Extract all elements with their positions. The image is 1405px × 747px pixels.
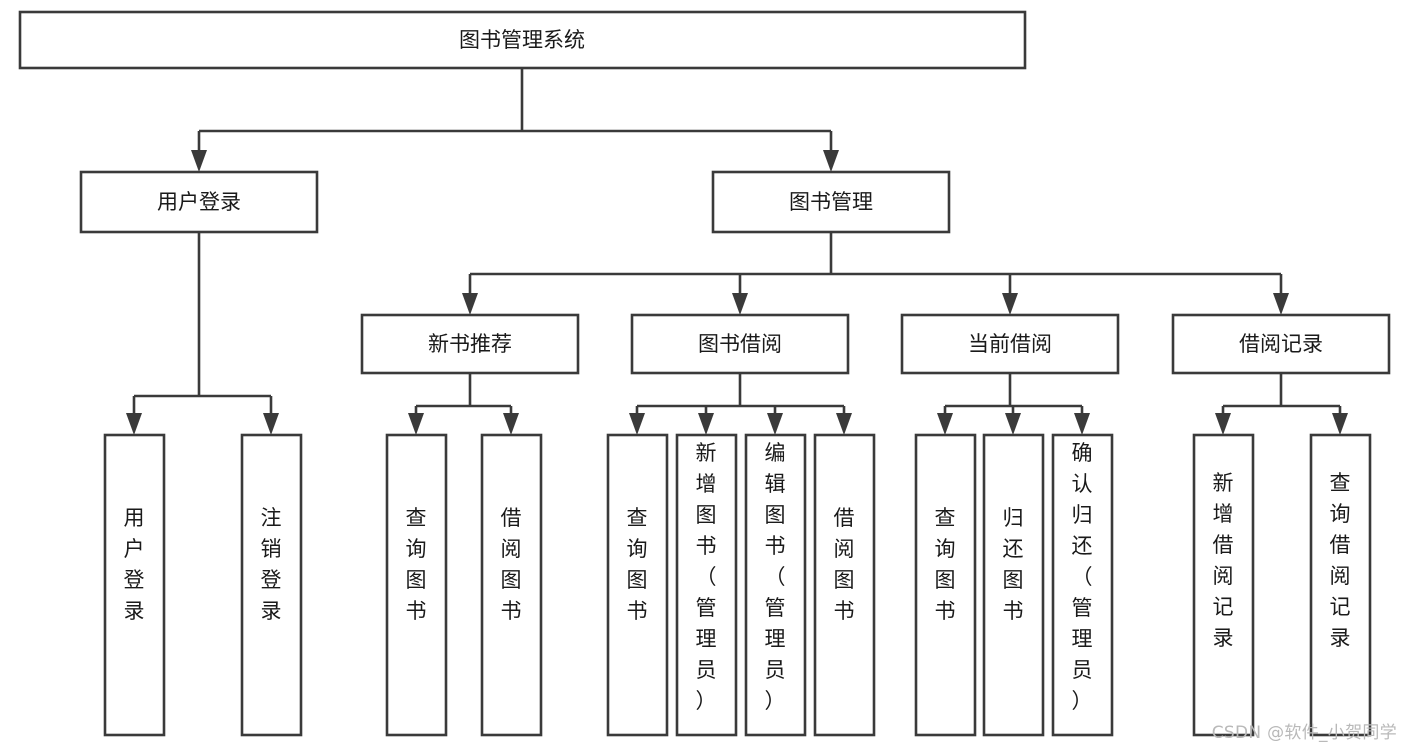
node-leaf-edit-book[interactable]: 编辑图书（管理员）	[744, 433, 807, 737]
node-new-book-recommend[interactable]: 新书推荐	[360, 313, 580, 375]
node-leaf-user-login[interactable]: 用户登录	[103, 433, 166, 737]
node-leaf-query-book-3-label: 查询图书	[935, 506, 956, 623]
arrow-head-leaf-query-book-1	[408, 413, 424, 435]
connector-user-login-to-leaves	[132, 232, 273, 415]
node-leaf-confirm-return-box[interactable]	[1051, 433, 1114, 737]
node-leaf-logout-login[interactable]: 注销登录	[240, 433, 303, 737]
node-leaf-query-book-2-box[interactable]	[606, 433, 669, 737]
node-root-box[interactable]	[18, 10, 1027, 70]
node-root[interactable]: 图书管理系统	[18, 10, 1027, 70]
node-leaf-add-book-label: 新增图书（管理员）	[696, 441, 717, 713]
node-leaf-add-record-box[interactable]	[1192, 433, 1255, 737]
connector-group	[126, 68, 1348, 435]
node-leaf-add-record-label: 新增借阅记录	[1213, 471, 1234, 650]
arrow-head-current-borrow	[1002, 293, 1018, 315]
arrow-head-leaf-return-book	[1005, 413, 1021, 435]
arrow-head-leaf-borrow-book-1	[503, 413, 519, 435]
connector-new-book-recommend-to-leaves	[414, 373, 513, 415]
arrow-head-leaf-query-book-3	[937, 413, 953, 435]
arrow-head-user-login	[191, 150, 207, 172]
node-borrow-record[interactable]: 借阅记录	[1171, 313, 1391, 375]
connector-book-management-to-level2	[468, 232, 1283, 295]
arrow-head-leaf-user-login	[126, 413, 142, 435]
node-leaf-borrow-book-1[interactable]: 借阅图书	[480, 433, 543, 737]
node-book-borrow-label: 图书借阅	[698, 332, 782, 356]
node-leaf-query-book-1[interactable]: 查询图书	[385, 433, 448, 737]
connector-borrow-record-to-leaves	[1221, 373, 1342, 415]
csdn-watermark: CSDN @软件_小贺同学	[1211, 723, 1397, 743]
node-user-login[interactable]: 用户登录	[79, 170, 319, 234]
node-leaf-user-login-box[interactable]	[103, 433, 166, 737]
node-leaf-query-book-1-box[interactable]	[385, 433, 448, 737]
node-leaf-query-record-label: 查询借阅记录	[1330, 471, 1351, 650]
node-book-management[interactable]: 图书管理	[711, 170, 951, 234]
node-leaf-query-book-2[interactable]: 查询图书	[606, 433, 669, 737]
node-current-borrow[interactable]: 当前借阅	[900, 313, 1120, 375]
arrow-head-leaf-query-book-2	[629, 413, 645, 435]
node-leaf-query-book-3-box[interactable]	[914, 433, 977, 737]
arrow-head-leaf-query-record	[1332, 413, 1348, 435]
arrow-head-leaf-add-book	[698, 413, 714, 435]
arrow-head-leaf-logout-login	[263, 413, 279, 435]
node-root-label: 图书管理系统	[459, 28, 585, 52]
node-leaf-edit-book-box[interactable]	[744, 433, 807, 737]
node-leaf-borrow-book-1-label: 借阅图书	[501, 506, 522, 623]
node-leaf-confirm-return[interactable]: 确认归还（管理员）	[1051, 433, 1114, 737]
node-book-borrow[interactable]: 图书借阅	[630, 313, 850, 375]
node-leaf-borrow-book-2-box[interactable]	[813, 433, 876, 737]
arrow-head-leaf-add-record	[1215, 413, 1231, 435]
node-new-book-recommend-label: 新书推荐	[428, 332, 512, 356]
node-leaf-borrow-book-2[interactable]: 借阅图书	[813, 433, 876, 737]
node-current-borrow-label: 当前借阅	[968, 332, 1052, 356]
node-leaf-query-book-2-label: 查询图书	[627, 506, 648, 623]
node-leaf-query-record[interactable]: 查询借阅记录	[1309, 433, 1372, 737]
arrow-head-book-management	[823, 150, 839, 172]
arrow-head-leaf-confirm-return	[1074, 413, 1090, 435]
node-leaf-user-login-label: 用户登录	[124, 506, 145, 623]
node-leaf-logout-login-label: 注销登录	[261, 506, 282, 623]
node-leaf-borrow-book-1-box[interactable]	[480, 433, 543, 737]
node-new-book-recommend-box[interactable]	[360, 313, 580, 375]
node-leaf-query-record-box[interactable]	[1309, 433, 1372, 737]
node-leaf-add-book[interactable]: 新增图书（管理员）	[675, 433, 738, 737]
node-book-borrow-box[interactable]	[630, 313, 850, 375]
node-leaf-return-book[interactable]: 归还图书	[982, 433, 1045, 737]
node-book-management-box[interactable]	[711, 170, 951, 234]
node-user-login-box[interactable]	[79, 170, 319, 234]
arrow-head-book-borrow	[732, 293, 748, 315]
node-leaf-edit-book-label: 编辑图书（管理员）	[765, 441, 786, 713]
node-leaf-return-book-box[interactable]	[982, 433, 1045, 737]
arrow-head-leaf-edit-book	[767, 413, 783, 435]
arrow-head-new-book-recommend	[462, 293, 478, 315]
node-borrow-record-label: 借阅记录	[1239, 332, 1323, 356]
arrow-head-borrow-record	[1273, 293, 1289, 315]
node-current-borrow-box[interactable]	[900, 313, 1120, 375]
connector-current-borrow-to-leaves	[943, 373, 1084, 415]
node-leaf-query-book-1-label: 查询图书	[406, 506, 427, 623]
connector-root-to-level1	[197, 68, 833, 152]
node-leaf-query-book-3[interactable]: 查询图书	[914, 433, 977, 737]
node-leaf-confirm-return-label: 确认归还（管理员）	[1072, 441, 1093, 713]
node-leaf-logout-login-box[interactable]	[240, 433, 303, 737]
node-leaf-add-book-box[interactable]	[675, 433, 738, 737]
node-leaf-borrow-book-2-label: 借阅图书	[834, 506, 855, 623]
node-borrow-record-box[interactable]	[1171, 313, 1391, 375]
node-book-management-label: 图书管理	[789, 190, 873, 214]
arrow-head-leaf-borrow-book-2	[836, 413, 852, 435]
node-user-login-label: 用户登录	[157, 190, 241, 214]
node-leaf-return-book-label: 归还图书	[1003, 506, 1024, 623]
connector-book-borrow-to-leaves	[635, 373, 846, 415]
node-leaf-add-record[interactable]: 新增借阅记录	[1192, 433, 1255, 737]
